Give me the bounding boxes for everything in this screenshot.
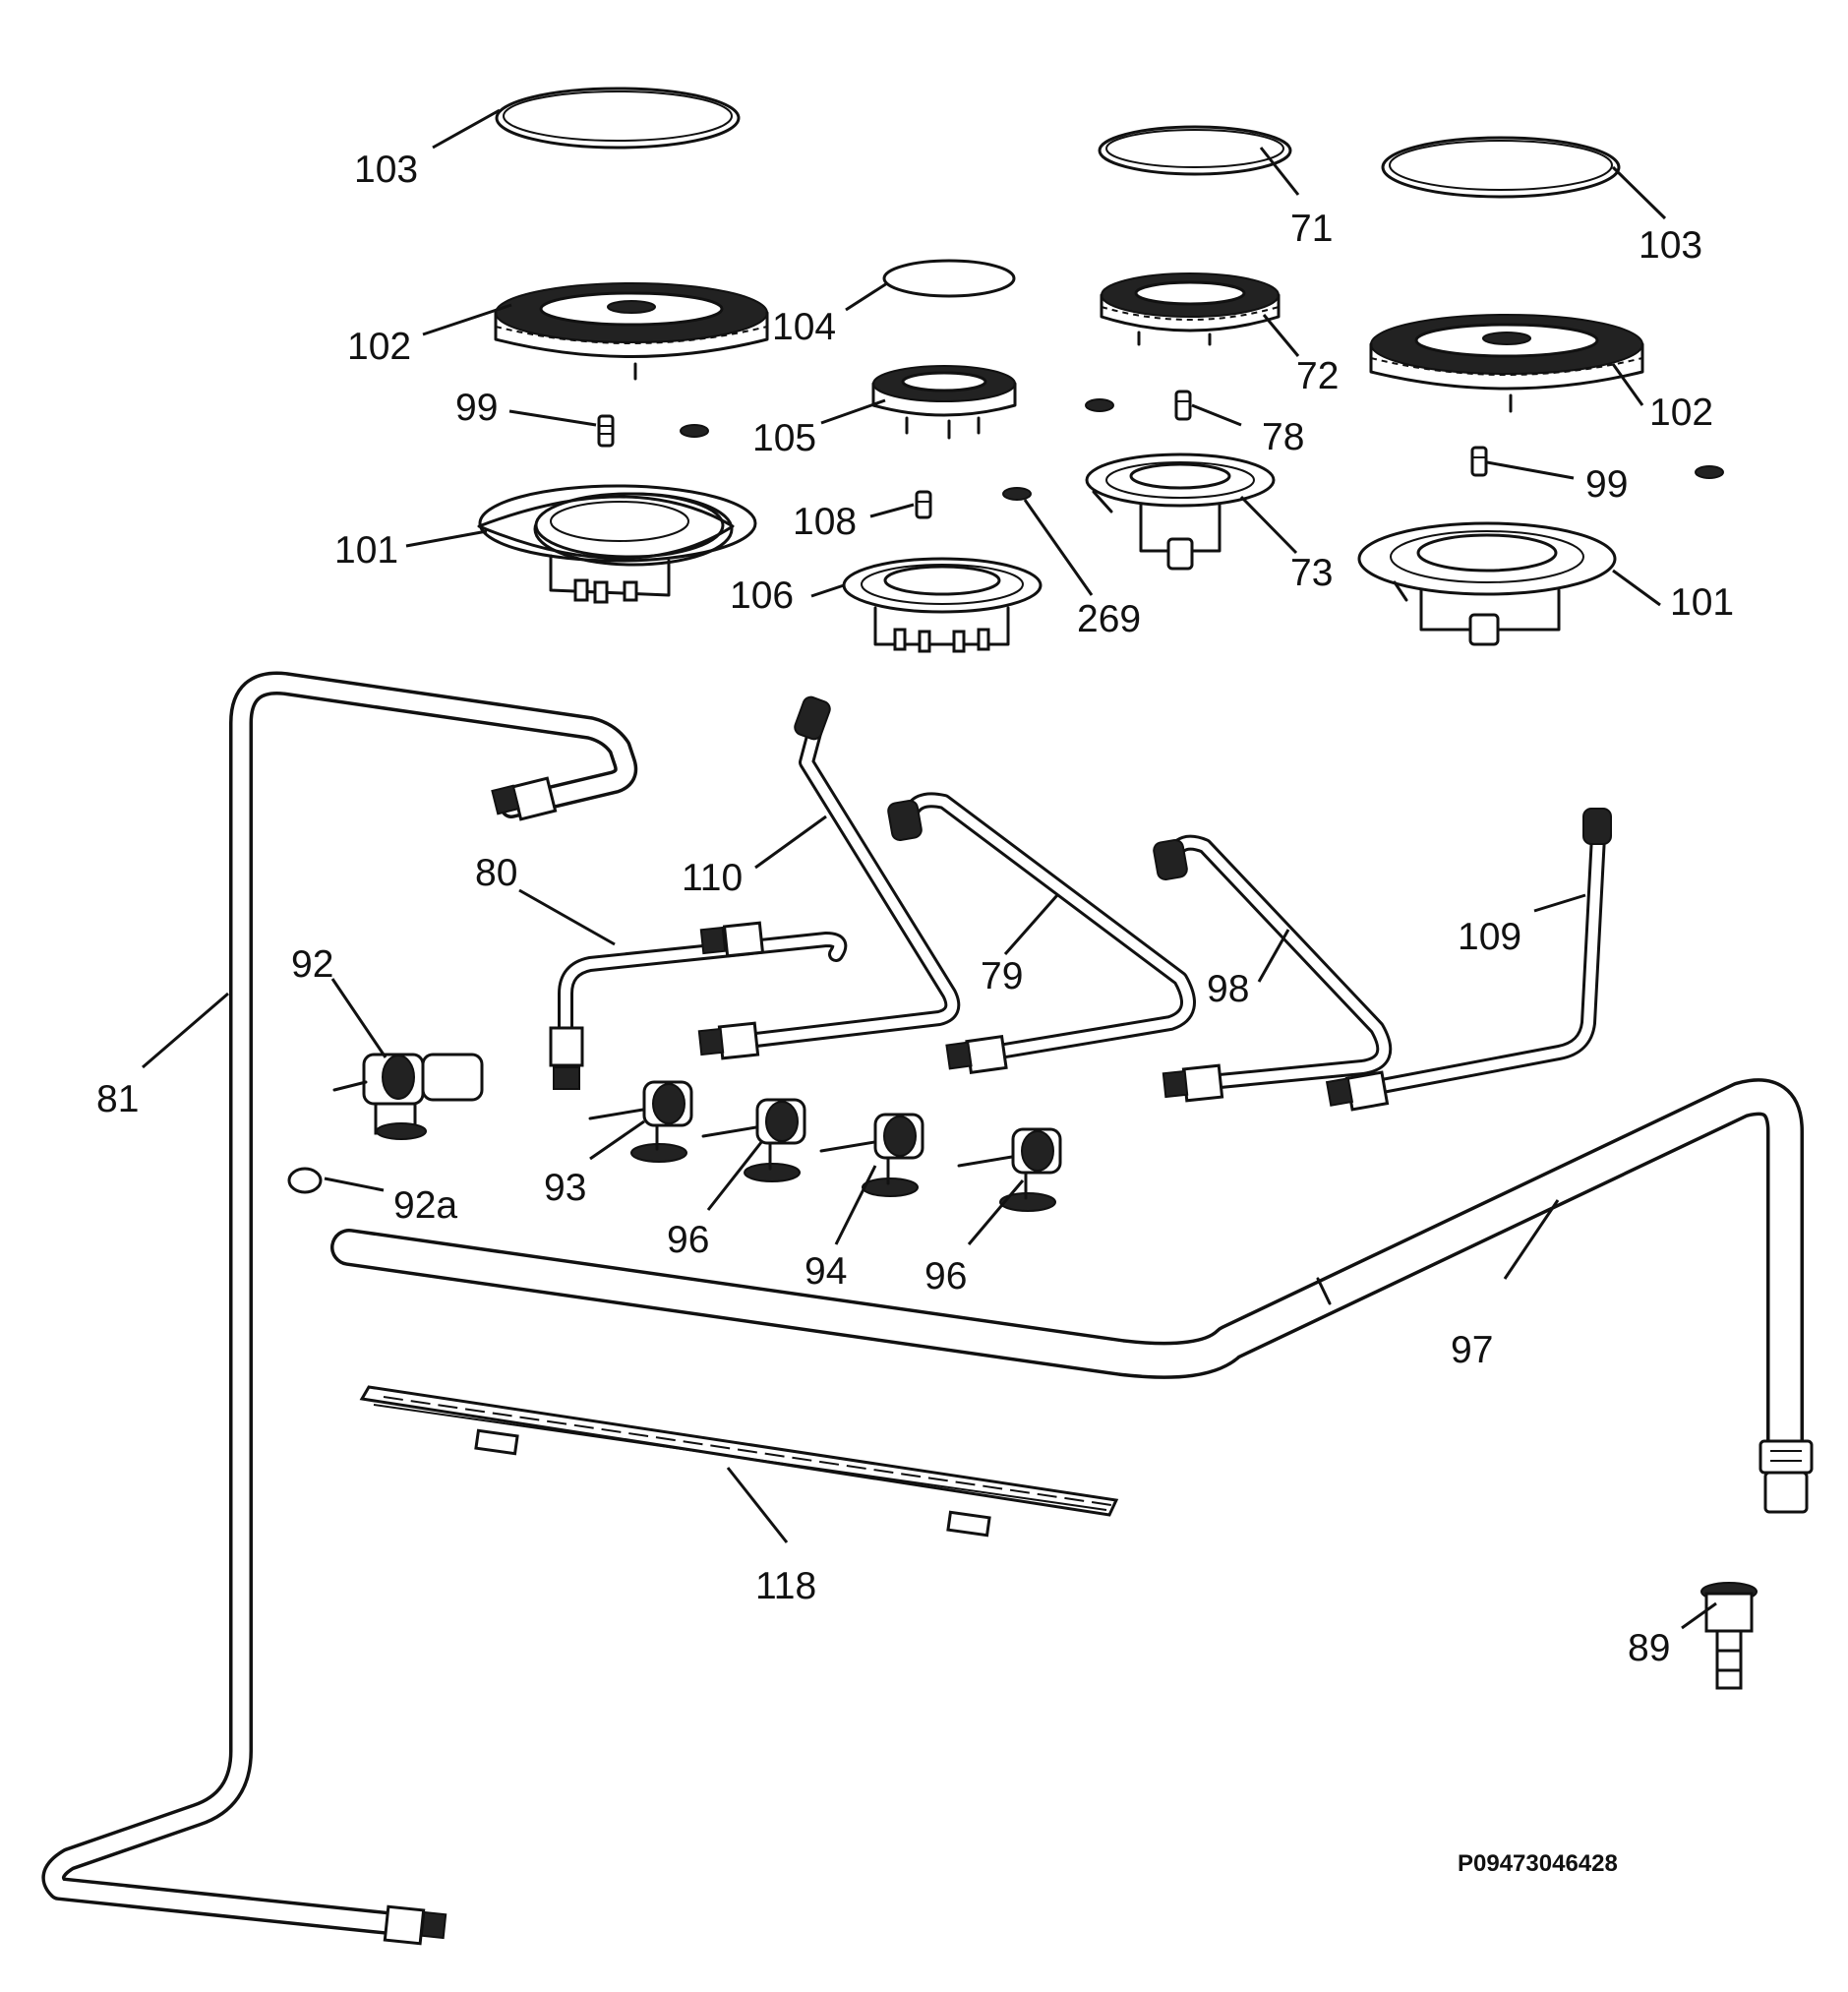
hose-fitting-89 <box>1700 1582 1758 1690</box>
injector-99-right <box>1470 446 1488 477</box>
label-94: 94 <box>805 1250 847 1293</box>
burner-cap-103-right <box>1381 136 1621 199</box>
label-104: 104 <box>772 306 836 348</box>
o-ring-92a <box>287 1167 323 1194</box>
label-92a: 92a <box>393 1184 457 1227</box>
label-103-right: 103 <box>1639 224 1702 267</box>
burner-body-101-left <box>477 484 757 604</box>
burner-cap-104 <box>882 259 1016 298</box>
label-93: 93 <box>544 1167 586 1209</box>
drawing-code: P09473046428 <box>1458 1850 1618 1877</box>
gas-tap-96-left <box>701 1098 806 1182</box>
gas-tap-96-right <box>957 1127 1062 1212</box>
label-89: 89 <box>1628 1627 1670 1669</box>
label-96-right: 96 <box>924 1255 967 1298</box>
label-99-right: 99 <box>1585 463 1628 506</box>
label-73: 73 <box>1290 552 1333 594</box>
gas-pipe-98 <box>1153 834 1393 1103</box>
gas-pipe-81 <box>41 671 638 1946</box>
gas-tap-94 <box>819 1113 924 1197</box>
label-103-left: 103 <box>354 149 418 191</box>
label-106: 106 <box>730 574 794 617</box>
label-108: 108 <box>793 501 857 543</box>
label-102-right: 102 <box>1649 392 1713 434</box>
part-labels: 103 71 103 102 104 72 102 99 105 78 99 1… <box>96 149 1734 1669</box>
burner-crown-105 <box>871 365 1017 440</box>
burner-body-73 <box>1085 453 1276 571</box>
clip-small-left <box>680 424 709 438</box>
injector-108 <box>915 490 932 519</box>
pipe-81-nut-top <box>491 776 558 821</box>
clip-269 <box>1002 487 1032 501</box>
gas-manifold-97 <box>330 1078 1814 1514</box>
label-97: 97 <box>1451 1329 1493 1371</box>
gas-pipe-79 <box>887 792 1196 1075</box>
label-78: 78 <box>1262 416 1304 458</box>
label-101-left: 101 <box>334 529 398 572</box>
label-269: 269 <box>1077 598 1141 640</box>
label-80: 80 <box>475 852 517 894</box>
label-79: 79 <box>981 955 1023 997</box>
label-71: 71 <box>1290 208 1333 250</box>
gas-tap-93 <box>588 1080 693 1163</box>
valve-92 <box>332 1053 484 1140</box>
burner-crown-102-left <box>494 282 769 381</box>
label-102-left: 102 <box>347 326 411 368</box>
burner-body-106 <box>842 557 1043 653</box>
label-98: 98 <box>1207 968 1249 1010</box>
label-92: 92 <box>291 943 333 986</box>
clip-small-center <box>1085 398 1114 412</box>
burner-crown-72 <box>1100 272 1281 346</box>
clip-small-right <box>1695 465 1724 479</box>
injector-99-left <box>597 414 615 448</box>
label-109: 109 <box>1458 916 1521 958</box>
gas-pipe-80 <box>549 921 848 1090</box>
burner-body-101-right <box>1357 521 1617 646</box>
label-118: 118 <box>755 1565 816 1607</box>
injector-78 <box>1174 390 1192 421</box>
label-105: 105 <box>752 417 816 459</box>
gas-pipe-109 <box>1325 808 1612 1112</box>
label-110: 110 <box>682 857 743 899</box>
label-99-left: 99 <box>455 387 498 429</box>
label-72: 72 <box>1296 355 1339 397</box>
burner-crown-102-right <box>1369 314 1644 413</box>
leader-lines <box>142 108 1717 1630</box>
gas-pipe-110 <box>697 695 961 1060</box>
burner-cap-103-left <box>495 87 741 150</box>
label-96-left: 96 <box>667 1219 709 1261</box>
burner-cap-71 <box>1098 125 1292 176</box>
bracket-118 <box>359 1385 1119 1538</box>
label-101-right: 101 <box>1670 581 1734 624</box>
pipe-81-nut-bottom <box>383 1904 447 1946</box>
label-81: 81 <box>96 1078 139 1120</box>
